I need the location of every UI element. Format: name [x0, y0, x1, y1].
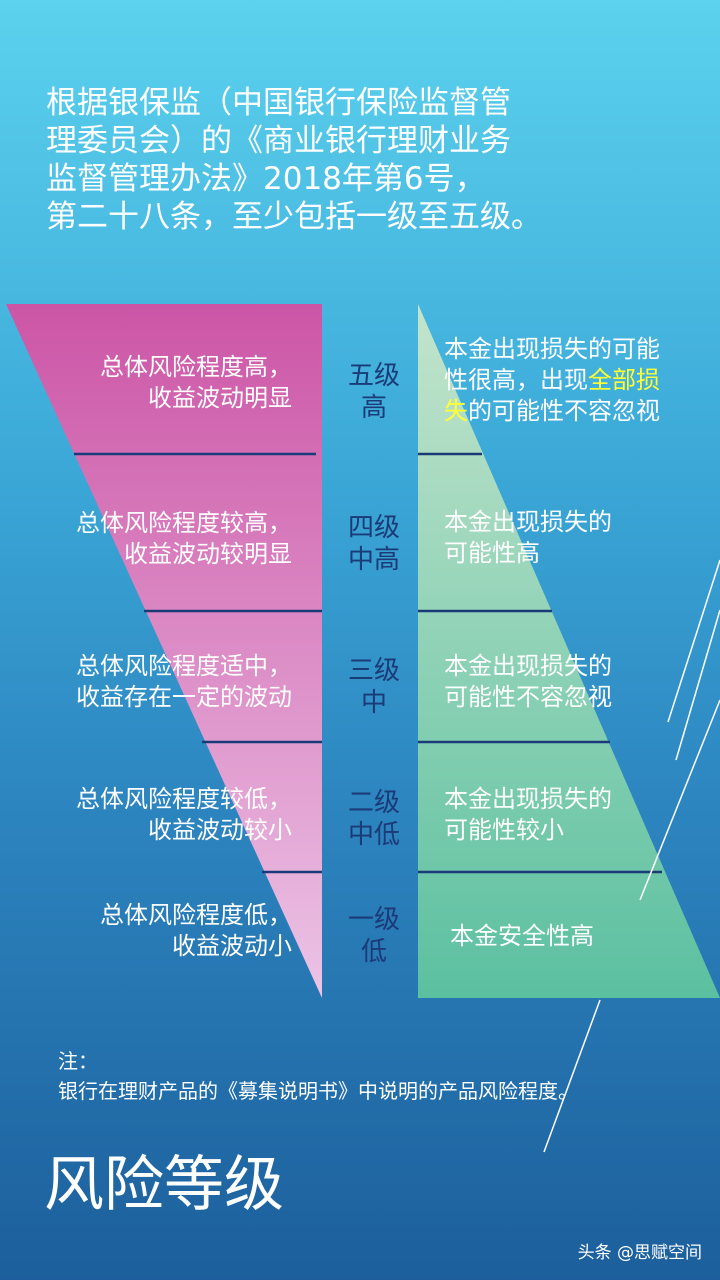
left-desc-level-2: 总体风险程度较低， 收益波动较小	[76, 784, 292, 846]
left-desc-line: 总体风险程度低，	[100, 901, 292, 929]
left-desc-line: 收益波动较小	[148, 816, 292, 844]
left-desc-level-1: 总体风险程度低， 收益波动小	[100, 900, 292, 962]
decor-line	[667, 559, 720, 723]
left-inverted-triangle	[6, 304, 322, 998]
left-desc-level-4: 总体风险程度较高， 收益波动较明显	[76, 508, 292, 570]
right-desc-level-2: 本金出现损失的 可能性较小	[444, 784, 612, 846]
left-desc-line: 总体风险程度高，	[100, 353, 292, 381]
decor-line	[675, 609, 720, 761]
left-desc-line: 收益波动较明显	[124, 540, 292, 568]
level-label-4: 四级 中高	[332, 512, 416, 576]
intro-line: 理委员会）的《商业银行理财业务	[46, 123, 511, 159]
right-desc-line: 本金安全性高	[450, 922, 594, 950]
intro-line: 监督管理办法》2018年第6号，	[46, 161, 486, 197]
highlight-text: 失	[444, 397, 468, 425]
decor-line	[543, 999, 601, 1153]
level-risk: 中低	[347, 820, 400, 850]
level-dividers	[74, 452, 662, 874]
footnote-label: 注：	[58, 1049, 98, 1073]
left-desc-level-3: 总体风险程度适中， 收益存在一定的波动	[76, 651, 292, 713]
level-risk: 中	[360, 688, 387, 718]
left-desc-line: 收益存在一定的波动	[76, 683, 292, 711]
page-title: 风险等级	[44, 1150, 284, 1220]
right-desc-line: 本金出现损失的可能	[444, 335, 660, 363]
left-desc-line: 收益波动小	[172, 932, 292, 960]
right-desc-text: 的可能性不容忽视	[468, 397, 660, 425]
footnote: 注： 银行在理财产品的《募集说明书》中说明的产品风险程度。	[58, 1046, 578, 1106]
right-desc-line: 失的可能性不容忽视	[444, 396, 660, 427]
right-desc-level-4: 本金出现损失的 可能性高	[444, 507, 612, 569]
level-name: 五级	[347, 361, 400, 391]
left-desc-line: 总体风险程度较高，	[76, 509, 292, 537]
level-risk: 低	[360, 937, 387, 967]
level-name: 一级	[347, 905, 400, 935]
right-desc-line: 本金出现损失的	[444, 508, 612, 536]
left-desc-line: 总体风险程度适中，	[76, 652, 292, 680]
level-name: 二级	[347, 788, 400, 818]
right-desc-level-3: 本金出现损失的 可能性不容忽视	[444, 651, 612, 713]
level-label-3: 三级 中	[332, 655, 416, 719]
highlight-text: 全部损	[588, 366, 660, 394]
right-desc-line: 可能性高	[444, 539, 540, 567]
level-label-1: 一级 低	[332, 904, 416, 968]
right-desc-level-1: 本金安全性高	[450, 921, 594, 952]
right-desc-text: 性很高，出现	[444, 366, 588, 394]
footnote-text: 银行在理财产品的《募集说明书》中说明的产品风险程度。	[58, 1079, 578, 1103]
left-desc-line: 收益波动明显	[148, 384, 292, 412]
right-desc-line: 性很高，出现全部损	[444, 365, 660, 396]
left-desc-line: 总体风险程度较低，	[76, 785, 292, 813]
left-desc-level-5: 总体风险程度高， 收益波动明显	[100, 352, 292, 414]
right-desc-line: 可能性不容忽视	[444, 683, 612, 711]
decorative-lines	[543, 559, 720, 1153]
level-name: 四级	[347, 513, 400, 543]
level-risk: 中高	[347, 545, 400, 575]
right-desc-level-5: 本金出现损失的可能 性很高，出现全部损 失的可能性不容忽视	[444, 334, 660, 427]
level-name: 三级	[347, 656, 400, 686]
level-label-2: 二级 中低	[332, 787, 416, 851]
intro-line: 第二十八条，至少包括一级至五级。	[46, 199, 542, 235]
right-desc-line: 本金出现损失的	[444, 785, 612, 813]
decor-line	[639, 699, 720, 901]
source-credit: 头条 @思赋空间	[577, 1243, 702, 1263]
level-label-5: 五级 高	[332, 360, 416, 424]
intro-paragraph: 根据银保监（中国银行保险监督管 理委员会）的《商业银行理财业务 监督管理办法》2…	[46, 84, 566, 236]
right-desc-line: 本金出现损失的	[444, 652, 612, 680]
level-risk: 高	[360, 393, 387, 423]
right-desc-line: 可能性较小	[444, 816, 564, 844]
right-triangle	[418, 304, 720, 998]
intro-line: 根据银保监（中国银行保险监督管	[46, 85, 511, 121]
